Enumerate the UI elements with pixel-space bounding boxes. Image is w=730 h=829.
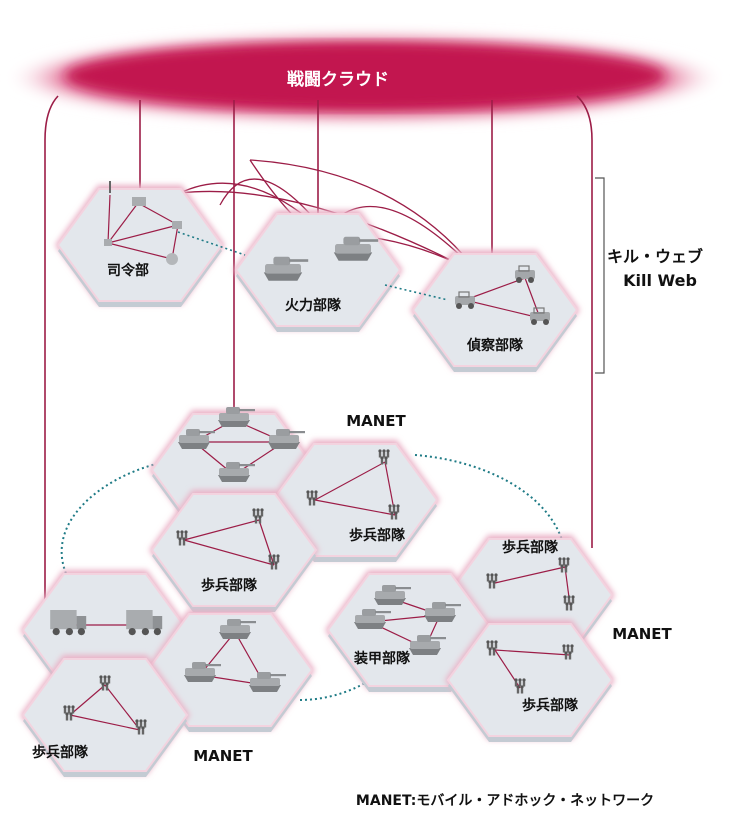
mid-tank-tile <box>149 407 319 532</box>
mid-inf-left-tile: 歩兵部隊 <box>149 490 319 612</box>
right-inf-bottom-tile: 歩兵部隊 <box>445 620 615 742</box>
armor-tile: 装甲部隊 <box>325 570 495 692</box>
mid-inf-right-tile: 歩兵部隊 <box>270 440 440 562</box>
cloud-label: 戦闘クラウド <box>287 69 389 90</box>
right-inf-top-tile: 歩兵部隊 <box>445 535 615 657</box>
inf-top-right-label: 歩兵部隊 <box>349 527 406 544</box>
left-tank-tile <box>145 610 315 732</box>
inf-left-bottom-label: 歩兵部隊 <box>32 744 89 761</box>
recon-label: 偵察部隊 <box>466 337 524 354</box>
manet-label-right: MANET <box>612 625 672 643</box>
armor-label: 装甲部隊 <box>353 650 411 667</box>
command-tile: 司令部 <box>55 181 225 307</box>
inf-right-bottom-label: 歩兵部隊 <box>522 697 579 714</box>
kill-web-label-en: Kill Web <box>623 271 697 290</box>
kill-web-label-jp: キル・ウェブ <box>607 247 703 266</box>
inf-right-top-label: 歩兵部隊 <box>502 539 559 556</box>
fires-label: 火力部隊 <box>285 297 342 314</box>
manet-label-top: MANET <box>346 412 406 430</box>
left-inf-tile: 歩兵部隊 <box>20 655 190 777</box>
manet-ring <box>60 454 563 701</box>
dotted-links-top <box>177 231 449 301</box>
command-label: 司令部 <box>107 262 149 279</box>
inf-top-left-label: 歩兵部隊 <box>201 577 258 594</box>
cloud-links <box>44 95 593 650</box>
kill-web-bracket <box>595 177 605 374</box>
recon-tile: 偵察部隊 <box>410 250 580 372</box>
footnote: MANET:モバイル・アドホック・ネットワーク <box>356 793 654 809</box>
manet-label-bottom: MANET <box>193 747 253 765</box>
left-launcher-tile <box>20 570 190 692</box>
fires-tile: 火力部隊 <box>233 210 403 332</box>
battle-cloud: 戦闘クラウド <box>5 32 725 124</box>
